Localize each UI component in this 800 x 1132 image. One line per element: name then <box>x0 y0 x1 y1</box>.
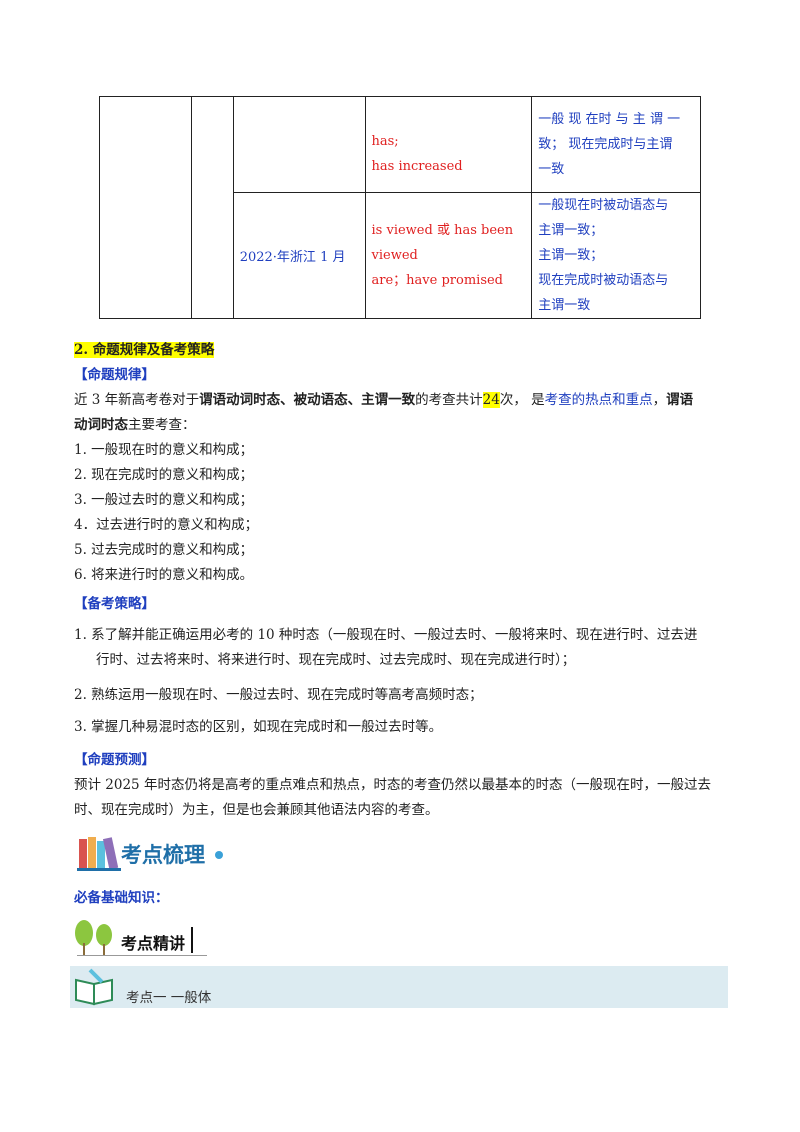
table-cell-answer: has; has increased <box>364 96 533 193</box>
section-title: 2. 命题规律及备考策略 <box>74 338 215 363</box>
point-line: 主谓一致 <box>538 298 591 313</box>
answer-line: has; <box>371 133 399 149</box>
bibei-heading: 必备基础知识： <box>74 890 169 906</box>
table-cell-empty <box>99 96 192 319</box>
dot-icon <box>215 851 223 859</box>
point-line: 一般现在时被动语态与 <box>538 198 669 213</box>
book-pencil-icon <box>75 968 113 1006</box>
forecast-paragraph: 预计 2025 年时态仍将是高考的重点难点和热点，时态的考查仍然以最基本的时态（… <box>74 773 734 823</box>
table-cell-answer: is viewed 或 has been viewed are；have pro… <box>364 192 533 319</box>
kaodian-jingjiang-banner: 考点精讲 <box>73 917 213 959</box>
list-item: 5. 过去完成时的意义和构成； <box>74 542 254 558</box>
kaodian-one-bar: 考点一 一般体 <box>70 966 728 1008</box>
kaodian-shuli-title: 考点梳理 <box>121 843 205 867</box>
table-cell-year: 2022·年浙江 1 月 <box>232 192 366 319</box>
strategy-item-1: 1. 系了解并能正确运用必考的 10 种时态（一般现在时、一般过去时、一般将来时… <box>74 623 734 673</box>
strategy-item-3: 3. 掌握几种易混时态的区别，如现在完成时和一般过去时等。 <box>74 719 443 735</box>
list-item: 6. 将来进行时的意义和构成。 <box>74 567 254 583</box>
table-row: 2022·年浙江 1 月 is viewed 或 has been viewed… <box>100 192 701 319</box>
point-line: 主谓一致； <box>538 248 604 263</box>
table-row: has; has increased 一般 现 在时 与 主 谓 一 致； 现在… <box>99 96 701 319</box>
forecast-line: 时、现在完成时）为主，但是也会兼顾其他语法内容的考查。 <box>74 802 439 818</box>
point-line: 一般 现 在时 与 主 谓 一 <box>538 112 681 127</box>
trees-icon <box>75 920 112 955</box>
table-cell-empty <box>190 96 234 319</box>
text-run: 谓语 <box>666 392 694 408</box>
answer-line: are；have promised <box>371 273 504 288</box>
point-line: 主谓一致； <box>538 223 604 238</box>
section-title-text: 2. 命题规律及备考策略 <box>74 342 215 358</box>
text-run: 近 3 年新高考卷对于 <box>74 392 200 408</box>
strategy-line: 1. 系了解并能正确运用必考的 10 种时态（一般现在时、一般过去时、一般将来时… <box>74 627 698 643</box>
list-item: 3. 一般过去时的意义和构成； <box>74 492 254 508</box>
point-line: 致； 现在完成时与主谓 <box>538 137 673 152</box>
table-cell-point: 一般现在时被动语态与 主谓一致； 主谓一致； 现在完成时被动语态与 主谓一致 <box>531 192 701 319</box>
text-run: 主要考查： <box>128 417 196 433</box>
books-icon <box>77 837 121 871</box>
cursor-bar <box>191 927 193 953</box>
kaodian-one-label: 考点一 一般体 <box>126 990 212 1006</box>
text-run: 次， 是 <box>499 392 545 408</box>
forecast-line: 预计 2025 年时态仍将是高考的重点难点和热点，时态的考查仍然以最基本的时态（… <box>74 777 711 793</box>
rule-paragraph: 近 3 年新高考卷对于谓语动词时态、被动语态、主谓一致的考查共计24次， 是考查… <box>74 388 734 413</box>
answer-line: has increased <box>371 158 463 174</box>
rule-paragraph-cont: 动词时态主要考查： <box>74 413 196 438</box>
list-item: 2. 现在完成时的意义和构成； <box>74 467 254 483</box>
strategy-item-2: 2. 熟练运用一般现在时、一般过去时、现在完成时等高考高频时态； <box>74 687 483 703</box>
kaodian-shuli-banner: 考点梳理 <box>77 833 237 873</box>
text-run: ， <box>652 392 667 408</box>
divider <box>77 955 207 956</box>
rule-list: 1. 一般现在时的意义和构成； 2. 现在完成时的意义和构成； 3. 一般过去时… <box>74 438 258 588</box>
table-cell-year <box>232 96 366 193</box>
kaodian-jingjiang-title: 考点精讲 <box>121 934 186 953</box>
text-run: 考查的热点和重点 <box>544 392 653 408</box>
answer-line: is viewed 或 has been <box>371 223 514 238</box>
exam-table: has; has increased 一般 现 在时 与 主 谓 一 致； 现在… <box>99 96 701 319</box>
list-item: 1. 一般现在时的意义和构成； <box>74 442 254 458</box>
count-highlight: 24 <box>482 392 500 408</box>
list-item: 4．过去进行时的意义和构成； <box>74 517 259 533</box>
text-run: 的考查共计 <box>415 392 483 408</box>
table-cell-point: 一般 现 在时 与 主 谓 一 致； 现在完成时与主谓 一致 <box>531 96 701 193</box>
text-run: 谓语动词时态、被动语态、主谓一致 <box>199 392 416 408</box>
point-line: 现在完成时被动语态与 <box>538 273 669 288</box>
forecast-heading: 【命题预测】 <box>74 752 155 768</box>
point-line: 一致 <box>538 162 565 177</box>
strategy-heading: 【备考策略】 <box>74 596 155 612</box>
strategy-line: 行时、过去将来时、将来进行时、现在完成时、过去完成时、现在完成进行时）； <box>96 652 576 668</box>
rule-heading: 【命题规律】 <box>74 367 155 383</box>
answer-line: viewed <box>371 248 418 263</box>
text-run: 动词时态 <box>74 417 128 433</box>
